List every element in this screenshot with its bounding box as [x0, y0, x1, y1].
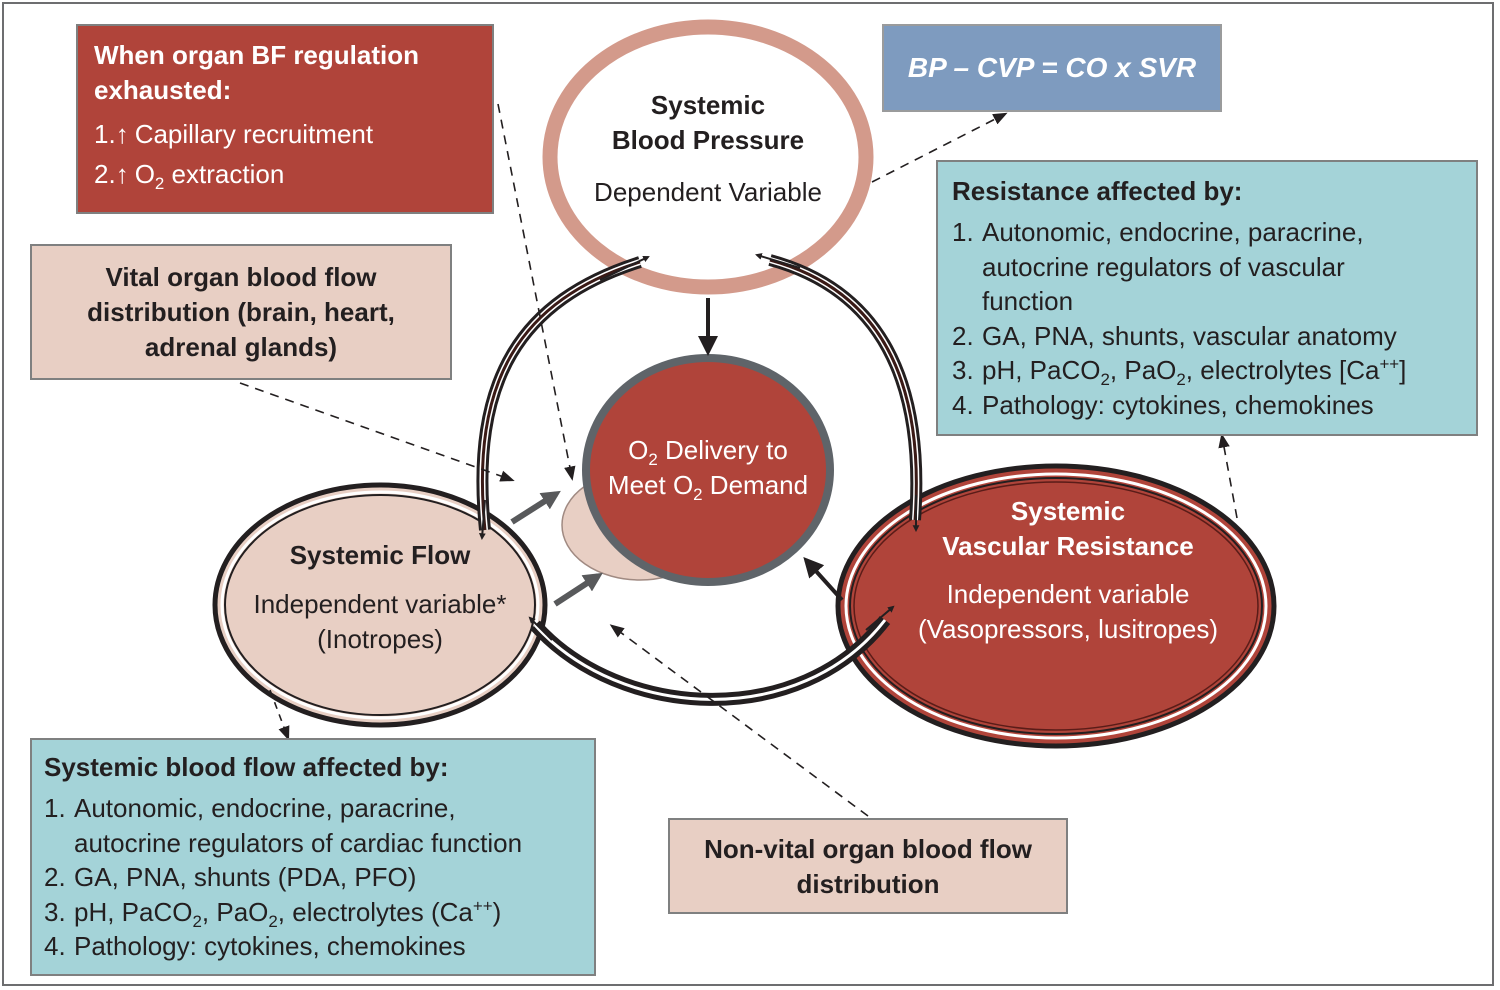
- svr-ellipse: [835, 463, 1277, 749]
- o2-delivery-ellipse: [561, 354, 834, 586]
- flow-subtitle: Independent variable* (Inotropes): [253, 589, 507, 654]
- organ-bf-title: When organ BF regulation exhausted:: [94, 40, 419, 105]
- resistance-item: 1.Autonomic, endocrine, paracrine, autoc…: [952, 217, 1364, 316]
- systemic-flow-label: Systemic Flow Independent variable* (Ino…: [228, 538, 532, 657]
- arrow-flow-o2-upper: [510, 490, 561, 525]
- equation-box: BP – CVP = CO x SVR: [882, 24, 1222, 112]
- systemic-flow-ellipse: [212, 482, 548, 728]
- resistance-item: 4.Pathology: cytokines, chemokines: [952, 389, 1374, 420]
- vital-organ-text: Vital organ blood flow distribution (bra…: [87, 262, 395, 362]
- item-number: 2.: [94, 159, 116, 189]
- arrow-bp-svr: [755, 253, 923, 533]
- dashed-arrow-bp-equation: [871, 112, 1008, 183]
- organ-bf-item: 2.↑O2 extraction: [94, 154, 476, 194]
- arrow-flow-o2-lower: [553, 572, 603, 607]
- dashed-arrow-svr-resistance: [1218, 433, 1238, 519]
- systemic-flow-box: Systemic blood flow affected by: 1.Auton…: [30, 738, 596, 976]
- item-text: Capillary recruitment: [134, 119, 374, 149]
- flow-box-title: Systemic blood flow affected by:: [44, 752, 449, 782]
- organ-bf-item: 1.↑Capillary recruitment: [94, 114, 476, 154]
- up-arrow-icon: ↑: [115, 119, 129, 149]
- item-text: O2 extraction: [134, 159, 285, 194]
- vital-organ-box: Vital organ blood flow distribution (bra…: [30, 244, 452, 380]
- equation-text: BP – CVP = CO x SVR: [907, 52, 1197, 83]
- flow-item: 4.Pathology: cytokines, chemokines: [44, 931, 466, 961]
- svr-title: Systemic Vascular Resistance: [942, 496, 1194, 561]
- resistance-box: Resistance affected by: 1.Autonomic, end…: [936, 160, 1478, 436]
- bp-subtitle: Dependent Variable: [594, 177, 822, 207]
- organ-bf-regulation-box: When organ BF regulation exhausted: 1.↑C…: [76, 24, 494, 214]
- up-arrow-icon: ↑: [115, 159, 129, 189]
- dashed-arrow-nonvital-o2: [609, 624, 869, 817]
- blood-pressure-ellipse: [542, 19, 874, 295]
- flow-item: 2.GA, PNA, shunts (PDA, PFO): [44, 862, 417, 892]
- bp-title: Systemic Blood Pressure: [611, 90, 805, 155]
- blood-pressure-label: Systemic Blood Pressure Dependent Variab…: [560, 88, 856, 210]
- svr-label: Systemic Vascular Resistance Independent…: [880, 494, 1256, 647]
- flow-title: Systemic Flow: [289, 540, 471, 570]
- nonvital-organ-text: Non-vital organ blood flow distribution: [704, 834, 1032, 899]
- flow-item: 1.Autonomic, endocrine, paracrine, autoc…: [44, 793, 523, 858]
- resistance-item: 2.GA, PNA, shunts, vascular anatomy: [952, 320, 1397, 351]
- arrow-svr-o2: [803, 557, 844, 602]
- flow-item: 3.pH, PaCO2, PaO2, electrolytes (Ca++): [44, 895, 502, 931]
- arrow-bp-flow: [476, 255, 650, 541]
- resistance-item: 3.pH, PaCO2, PaO2, electrolytes [Ca++]: [952, 354, 1407, 390]
- resistance-title: Resistance affected by:: [952, 176, 1243, 206]
- o2-delivery-label: O2 Delivery to Meet O2 Demand: [607, 435, 809, 505]
- svr-subtitle: Independent variable (Vasopressors, lusi…: [917, 579, 1219, 644]
- nonvital-organ-box: Non-vital organ blood flow distribution: [668, 818, 1068, 914]
- item-number: 1.: [94, 119, 116, 149]
- dashed-arrow-vital-o2: [239, 382, 515, 482]
- dashed-arrow-flow-box: [269, 689, 290, 741]
